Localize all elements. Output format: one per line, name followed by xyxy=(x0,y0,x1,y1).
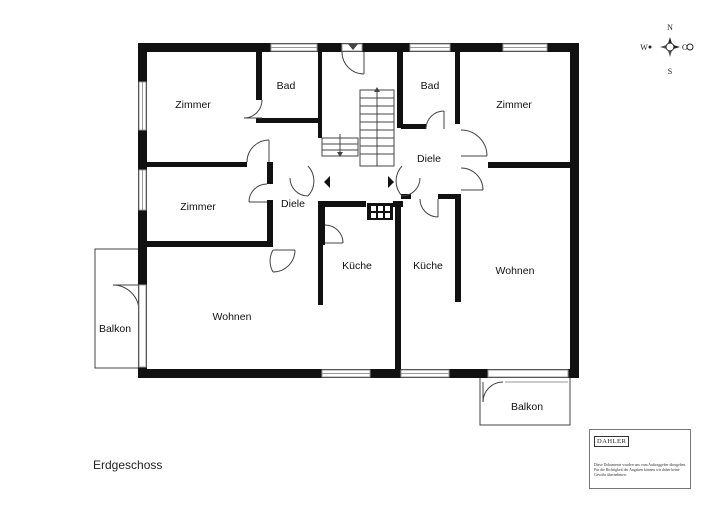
compass-west: W xyxy=(640,43,648,52)
entrance-door xyxy=(341,44,365,75)
room-wohnen-left: Wohnen xyxy=(213,311,252,323)
interior-walls xyxy=(147,52,570,369)
balcony-right xyxy=(479,378,571,426)
disclaimer-stamp: DAHLER Diese Dokumente wurden uns vom Au… xyxy=(589,429,691,489)
room-bad-left: Bad xyxy=(277,80,296,92)
chimney-shaft xyxy=(367,203,393,220)
staircase xyxy=(321,87,395,167)
room-diele-right: Diele xyxy=(417,153,441,165)
windows xyxy=(138,43,569,378)
room-wohnen-right: Wohnen xyxy=(496,265,535,277)
room-labels: Zimmer Bad Bad Zimmer Zimmer Diele Diele… xyxy=(99,80,543,413)
room-diele-left: Diele xyxy=(281,198,305,210)
room-zimmer-mid-left: Zimmer xyxy=(180,201,216,213)
room-balkon-left: Balkon xyxy=(99,323,131,335)
compass-south: S xyxy=(668,67,672,76)
room-zimmer-top-left: Zimmer xyxy=(175,99,211,111)
room-balkon-right: Balkon xyxy=(511,401,543,413)
stamp-disclaimer-text: Diese Dokumente wurden uns vom Auftragge… xyxy=(594,463,687,477)
compass-rose-icon: N O S W xyxy=(640,23,694,76)
hall-arrows xyxy=(324,176,394,188)
compass-east: O xyxy=(682,43,688,52)
balcony-left xyxy=(94,248,141,369)
interior-doors xyxy=(243,99,488,273)
room-kueche-right: Küche xyxy=(413,260,443,272)
stamp-brand-logo: DAHLER xyxy=(594,436,630,447)
floor-label: Erdgeschoss xyxy=(93,458,163,472)
compass-north: N xyxy=(667,23,673,32)
room-kueche-left: Küche xyxy=(342,260,372,272)
room-zimmer-top-right: Zimmer xyxy=(496,99,532,111)
room-bad-right: Bad xyxy=(421,80,440,92)
